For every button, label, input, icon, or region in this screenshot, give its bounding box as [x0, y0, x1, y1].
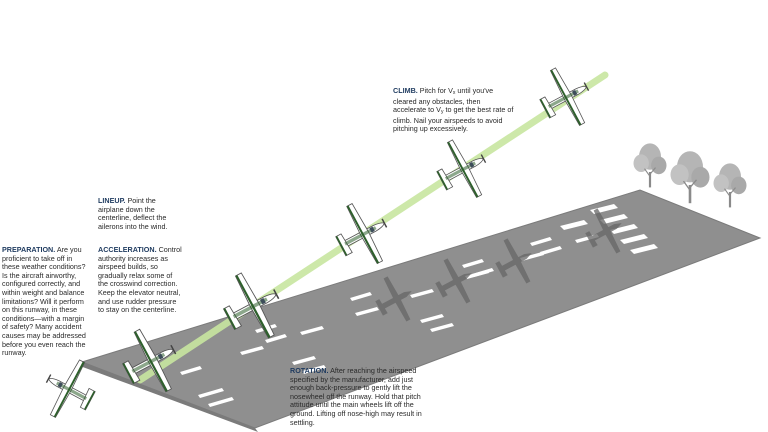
climb-note: CLIMB. Pitch for Vx until you've cleared…	[393, 86, 515, 134]
runway-threshold-far	[560, 204, 658, 254]
lineup-body: Point the airplane down the centerline, …	[98, 196, 168, 231]
climb-text-1: Pitch for V	[419, 86, 453, 95]
preparation-note: PREPARATION. Are you proficient to take …	[2, 245, 88, 358]
lineup-note: LINEUP. Point the airplane down the cent…	[98, 196, 180, 231]
acceleration-note: ACCELERATION. Control authority increase…	[98, 245, 184, 315]
preparation-heading: PREPARATION.	[2, 245, 56, 254]
cessna-aircraft-icon	[426, 130, 500, 209]
runway-touchdown-markings	[198, 237, 562, 407]
tree-icon	[712, 162, 748, 208]
rotation-body: After reaching the airspeed specified by…	[290, 366, 422, 427]
cessna-aircraft-icon	[529, 58, 603, 137]
climb-subscript-y: y	[440, 109, 444, 116]
climb-text-2: until you've cleared any obstacles, then…	[393, 86, 494, 115]
preparation-body: Are you proficient to take off in these …	[2, 245, 86, 358]
runway	[80, 189, 762, 432]
cessna-aircraft-icon	[324, 193, 401, 276]
rotation-heading: ROTATION.	[290, 366, 329, 375]
tree-icon	[669, 150, 711, 204]
runway-threshold-near	[0, 375, 44, 416]
climb-subscript-x: x	[452, 90, 456, 96]
lineup-heading: LINEUP.	[98, 196, 126, 205]
rotation-note: ROTATION. After reaching the airspeed sp…	[290, 366, 425, 427]
acceleration-body: Control authority increases as airspeed …	[98, 245, 182, 315]
climb-text-3: to get the best rate of climb. Nail your…	[393, 105, 514, 134]
climb-heading: CLIMB.	[393, 86, 418, 95]
tree-icon	[632, 142, 668, 188]
acceleration-heading: ACCELERATION.	[98, 245, 157, 254]
